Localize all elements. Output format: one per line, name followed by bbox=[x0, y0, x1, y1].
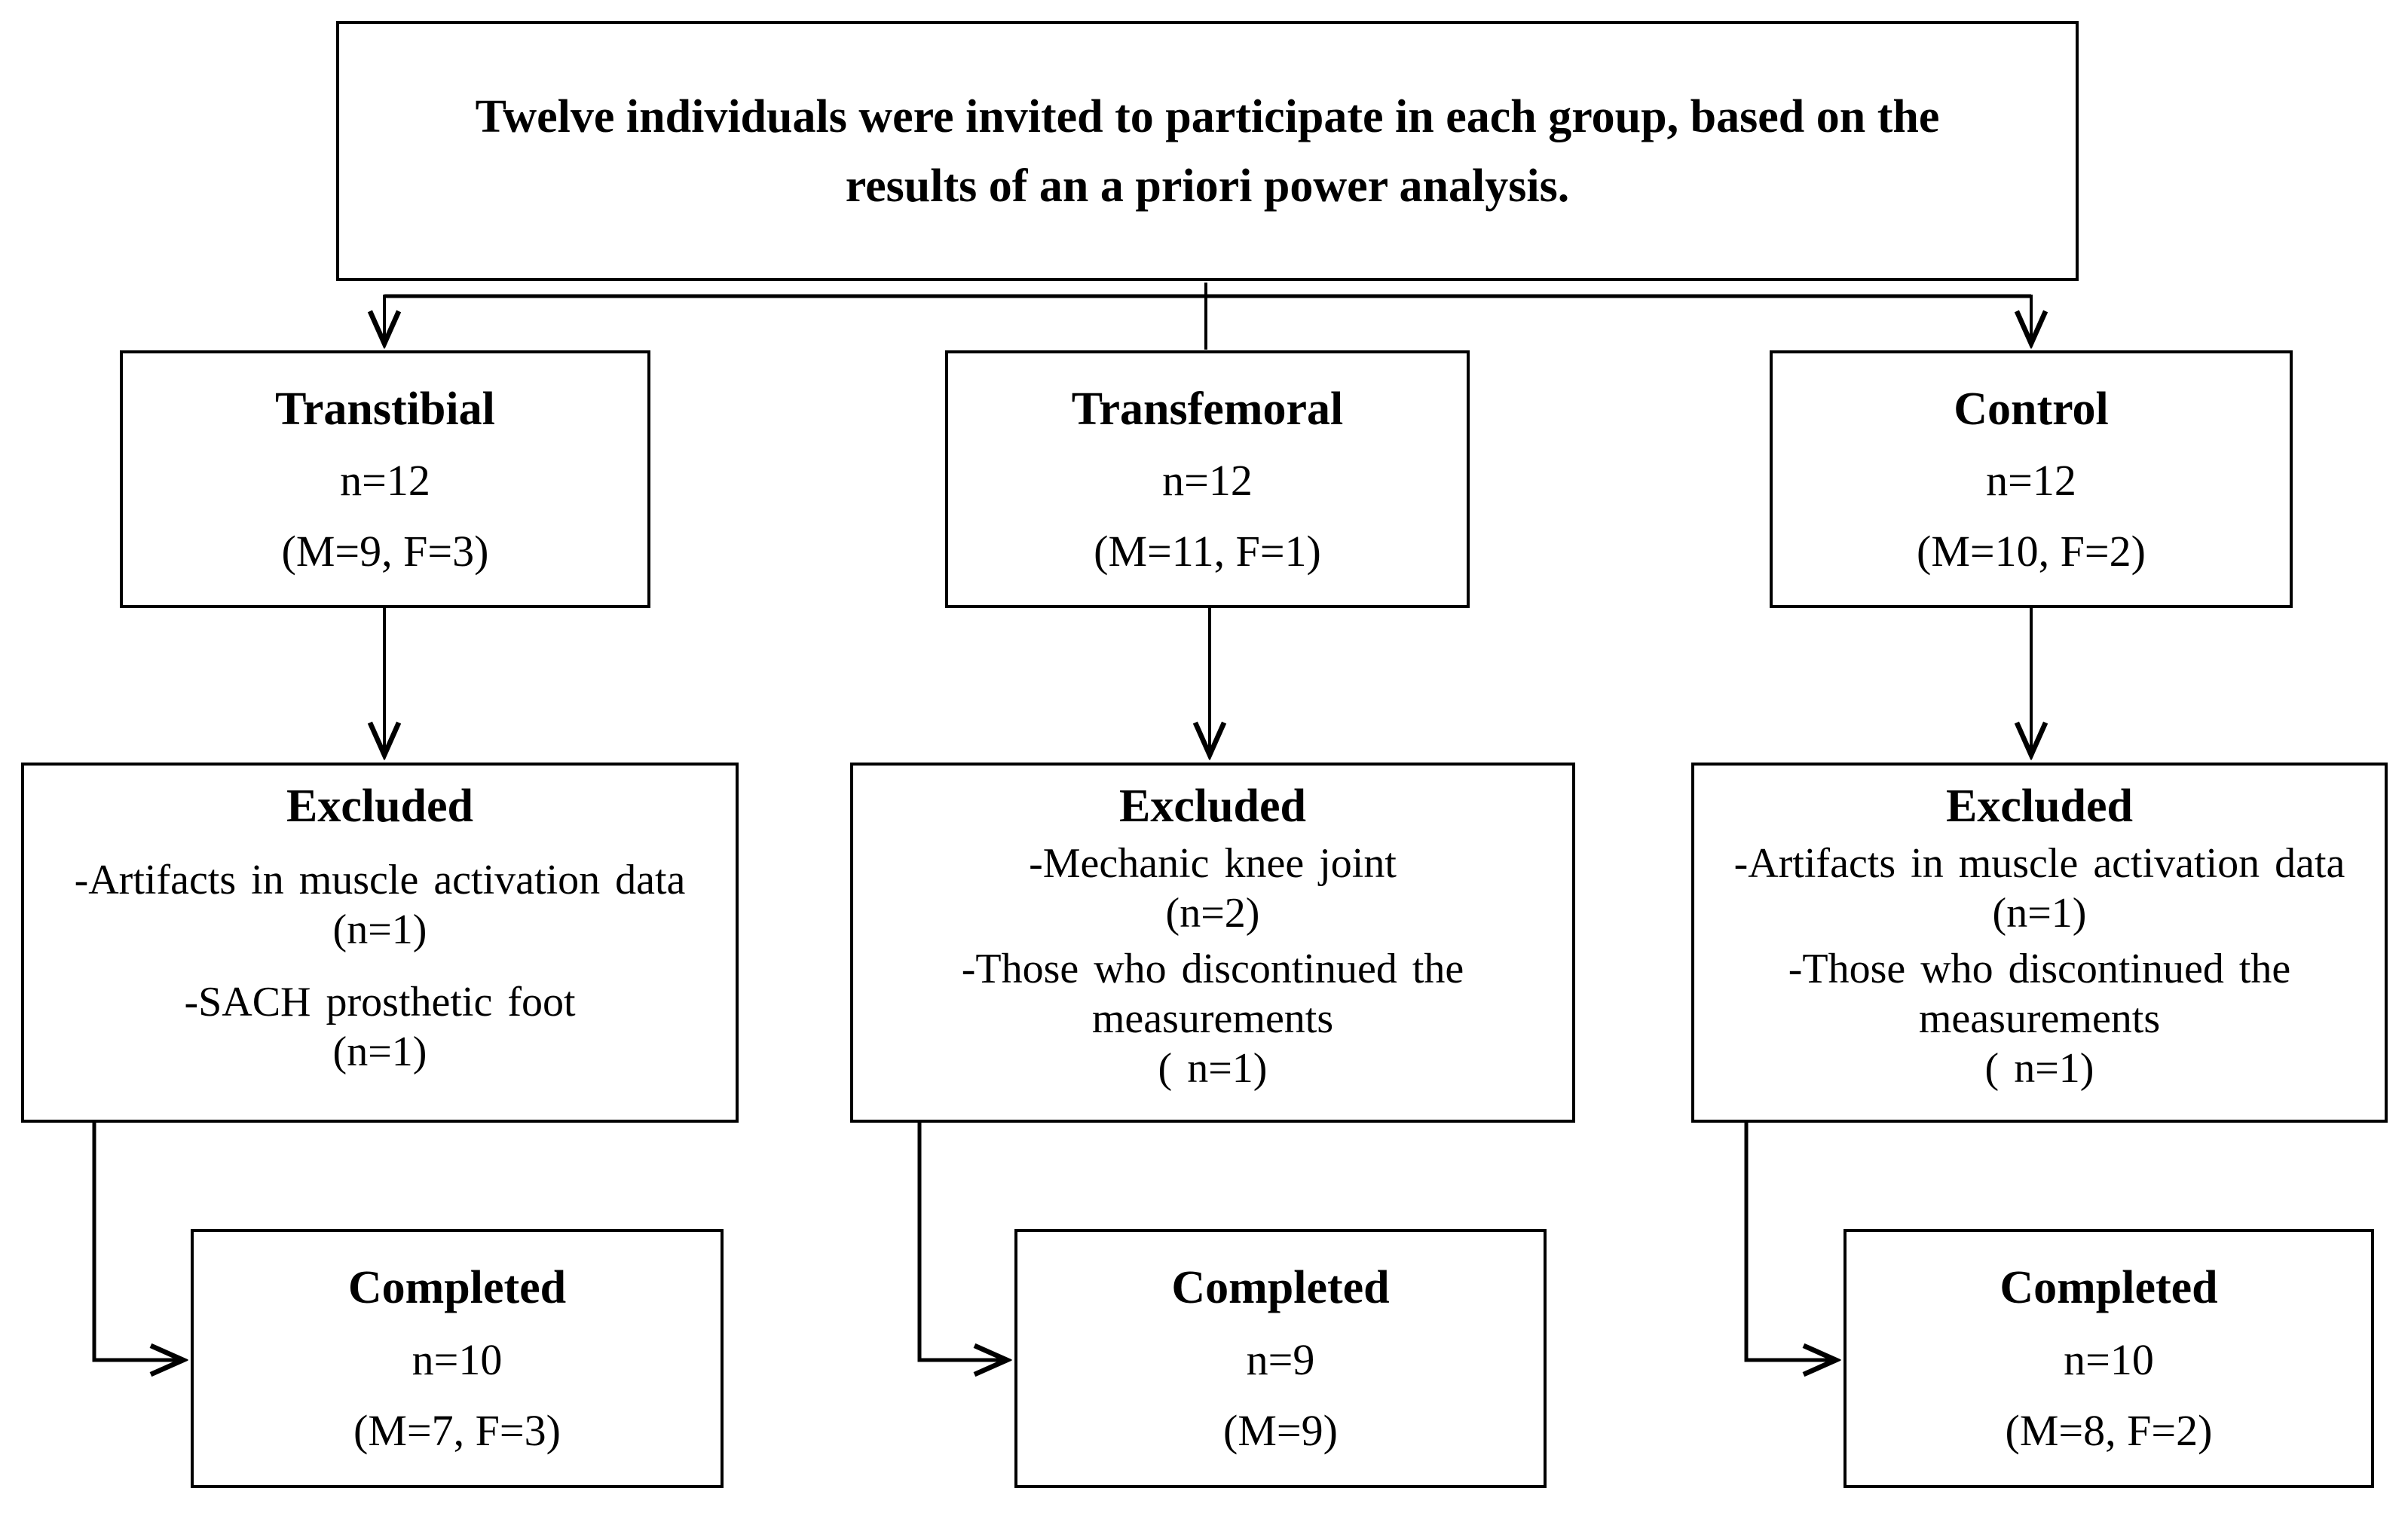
excluded-items: -Artifacts in muscle activation data (n=… bbox=[24, 832, 736, 1120]
invitation-text-line-2: results of an a priori power analysis. bbox=[845, 160, 1570, 212]
completed-title: Completed bbox=[347, 1262, 567, 1314]
excluded-item-count: (n=1) bbox=[332, 1028, 427, 1076]
group-box-transfemoral: Transfemoral n=12 (M=11, F=1) bbox=[945, 350, 1470, 608]
excluded-title: Excluded bbox=[1118, 781, 1307, 832]
excluded-item-text: -Artifacts in muscle activation data bbox=[1733, 839, 2345, 887]
excluded-item-count: (n=2) bbox=[1165, 889, 1260, 937]
group-title: Transfemoral bbox=[1071, 383, 1344, 435]
connector-transfemoral-completed-elbow bbox=[917, 1122, 1007, 1360]
completed-sex: (M=7, F=3) bbox=[353, 1406, 561, 1456]
completed-box-control: Completed n=10 (M=8, F=2) bbox=[1843, 1229, 2374, 1488]
group-title: Transtibial bbox=[275, 383, 495, 435]
excluded-item-count: ( n=1) bbox=[1984, 1045, 2094, 1093]
excluded-item-text: measurements bbox=[1918, 995, 2161, 1043]
excluded-item-count: ( n=1) bbox=[1158, 1045, 1268, 1093]
group-box-transtibial: Transtibial n=12 (M=9, F=3) bbox=[120, 350, 650, 608]
excluded-item-text: -Mechanic knee joint bbox=[1029, 839, 1397, 887]
excluded-box-transfemoral: Excluded -Mechanic knee joint (n=2) -Tho… bbox=[850, 763, 1575, 1123]
group-n: n=12 bbox=[340, 456, 430, 506]
excluded-item-text: measurements bbox=[1091, 995, 1334, 1043]
excluded-items: -Mechanic knee joint (n=2) -Those who di… bbox=[853, 832, 1572, 1120]
excluded-items: -Artifacts in muscle activation data (n=… bbox=[1694, 832, 2385, 1120]
excluded-box-control: Excluded -Artifacts in muscle activation… bbox=[1691, 763, 2388, 1123]
completed-title: Completed bbox=[1171, 1262, 1390, 1314]
invitation-box: Twelve individuals were invited to parti… bbox=[336, 21, 2079, 281]
excluded-item: -Those who discontinued the measurements… bbox=[962, 944, 1464, 1093]
excluded-item-count: (n=1) bbox=[332, 906, 427, 953]
group-box-control: Control n=12 (M=10, F=2) bbox=[1770, 350, 2293, 608]
excluded-box-transtibial: Excluded -Artifacts in muscle activation… bbox=[21, 763, 739, 1123]
excluded-item-text: -Artifacts in muscle activation data bbox=[74, 856, 686, 903]
group-n: n=12 bbox=[1162, 456, 1253, 506]
excluded-item: -Those who discontinued the measurements… bbox=[1788, 944, 2291, 1093]
completed-sex: (M=9) bbox=[1223, 1406, 1338, 1456]
excluded-item-count: (n=1) bbox=[1992, 889, 2087, 937]
group-n: n=12 bbox=[1986, 456, 2076, 506]
excluded-item: -Artifacts in muscle activation data (n=… bbox=[75, 855, 686, 955]
excluded-title: Excluded bbox=[1945, 781, 2134, 832]
completed-box-transfemoral: Completed n=9 (M=9) bbox=[1014, 1229, 1547, 1488]
completed-title: Completed bbox=[2000, 1262, 2218, 1314]
connector-control-completed-elbow bbox=[1744, 1122, 1836, 1360]
excluded-item-text: -SACH prosthetic foot bbox=[184, 979, 576, 1026]
group-sex: (M=11, F=1) bbox=[1094, 526, 1321, 576]
completed-n: n=10 bbox=[412, 1335, 503, 1385]
excluded-item-text: -Those who discontinued the bbox=[1788, 946, 2291, 993]
excluded-item: -Mechanic knee joint (n=2) bbox=[1029, 839, 1397, 938]
group-sex: (M=10, F=2) bbox=[1917, 526, 2146, 576]
excluded-item: -SACH prosthetic foot (n=1) bbox=[184, 977, 575, 1077]
excluded-title: Excluded bbox=[286, 781, 474, 832]
group-sex: (M=9, F=3) bbox=[281, 526, 489, 576]
connector-transtibial-completed-elbow bbox=[92, 1122, 183, 1360]
excluded-item: -Artifacts in muscle activation data (n=… bbox=[1734, 839, 2345, 938]
invitation-text-line-1: Twelve individuals were invited to parti… bbox=[475, 90, 1940, 142]
completed-box-transtibial: Completed n=10 (M=7, F=3) bbox=[191, 1229, 724, 1488]
completed-n: n=9 bbox=[1246, 1335, 1315, 1385]
group-title: Control bbox=[1954, 383, 2109, 435]
completed-n: n=10 bbox=[2064, 1335, 2154, 1385]
completed-sex: (M=8, F=2) bbox=[2005, 1406, 2213, 1456]
excluded-item-text: -Those who discontinued the bbox=[961, 946, 1464, 993]
